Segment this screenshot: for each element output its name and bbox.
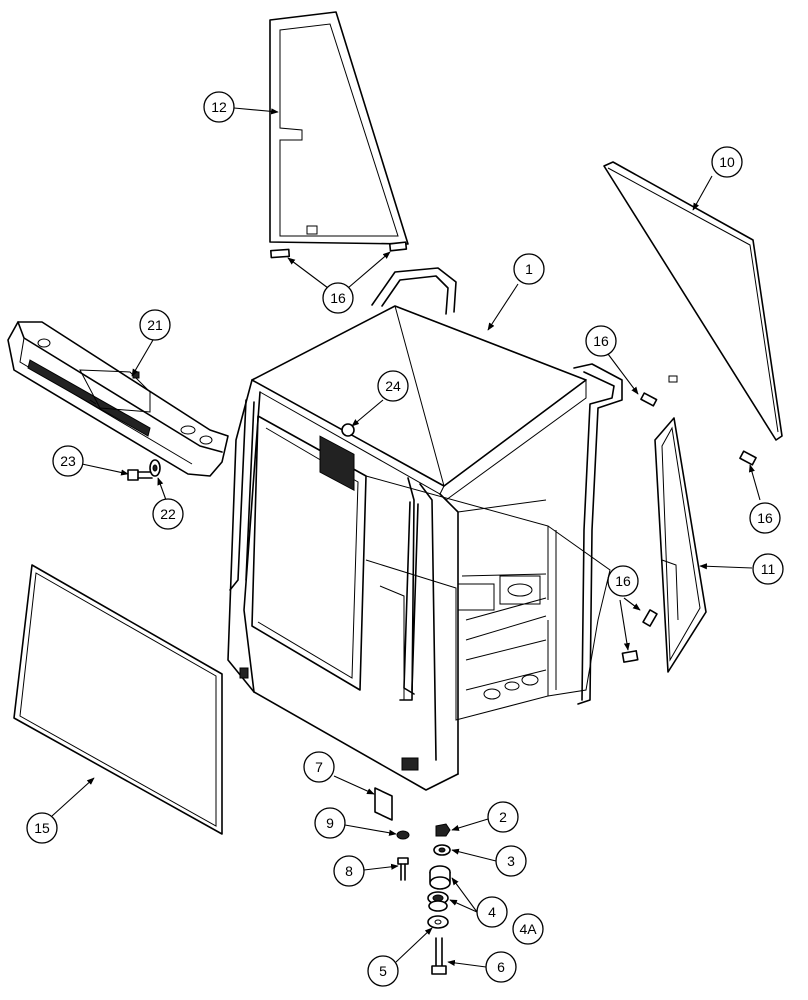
callout-5: 5 (367, 955, 399, 987)
callout-16-right: 16 (749, 502, 781, 534)
part-15-windshield-seal (13, 564, 223, 835)
part-22-washer (149, 459, 161, 477)
part-12-side-glass (269, 11, 409, 245)
svg-text:12: 12 (211, 99, 227, 115)
svg-text:23: 23 (60, 453, 76, 469)
svg-text:5: 5 (379, 963, 387, 979)
svg-text:6: 6 (497, 959, 505, 975)
part-7-plate (374, 787, 393, 821)
callout-8: 8 (333, 855, 365, 887)
callout-7: 7 (303, 751, 335, 783)
callout-22: 22 (152, 498, 184, 530)
callout-1: 1 (513, 253, 545, 285)
part-1-cab-frame (227, 267, 623, 791)
callout-11: 11 (752, 553, 784, 585)
callout-3: 3 (495, 845, 527, 877)
svg-text:24: 24 (385, 378, 401, 394)
svg-text:3: 3 (507, 853, 515, 869)
svg-text:1: 1 (525, 261, 533, 277)
part-4-mount (429, 865, 451, 890)
callout-2: 2 (487, 801, 519, 833)
svg-text:16: 16 (593, 333, 609, 349)
part-5-washer (427, 915, 449, 929)
callout-4a: 4A (512, 913, 544, 945)
part-2-nut (435, 823, 451, 837)
callout-10: 10 (711, 146, 743, 178)
part-8-bolt (397, 857, 409, 881)
callout-15: 15 (26, 812, 58, 844)
part-11-door-glass (654, 417, 707, 673)
part-16-blocks (270, 241, 757, 663)
callout-16-rear: 16 (585, 325, 617, 357)
svg-text:15: 15 (34, 820, 50, 836)
svg-text:9: 9 (326, 815, 334, 831)
part-23-bolt (127, 469, 153, 481)
svg-text:16: 16 (330, 290, 346, 306)
svg-text:4A: 4A (519, 921, 537, 937)
callout-9: 9 (314, 807, 346, 839)
svg-text:8: 8 (345, 863, 353, 879)
svg-text:16: 16 (615, 573, 631, 589)
callout-21: 21 (139, 309, 171, 341)
part-3-washer (433, 844, 451, 856)
callout-6: 6 (485, 951, 517, 983)
svg-text:4: 4 (488, 904, 496, 920)
part-10-rear-glass (603, 161, 783, 441)
leader-lines (51, 107, 761, 968)
svg-text:2: 2 (499, 809, 507, 825)
svg-text:21: 21 (147, 317, 163, 333)
svg-text:10: 10 (719, 154, 735, 170)
svg-text:16: 16 (757, 510, 773, 526)
callout-16-door: 16 (607, 565, 639, 597)
svg-text:11: 11 (761, 561, 776, 577)
part-4a-mount (427, 891, 449, 912)
callout-16-top: 16 (322, 282, 354, 314)
part-6-bolt (431, 937, 447, 975)
callout-24: 24 (377, 370, 409, 402)
svg-text:7: 7 (315, 759, 323, 775)
svg-text:22: 22 (160, 506, 176, 522)
callout-12: 12 (203, 91, 235, 123)
callout-23: 23 (52, 445, 84, 477)
callout-4: 4 (476, 896, 508, 928)
part-9-nut (396, 830, 410, 840)
part-21-overhead-console (7, 321, 229, 477)
